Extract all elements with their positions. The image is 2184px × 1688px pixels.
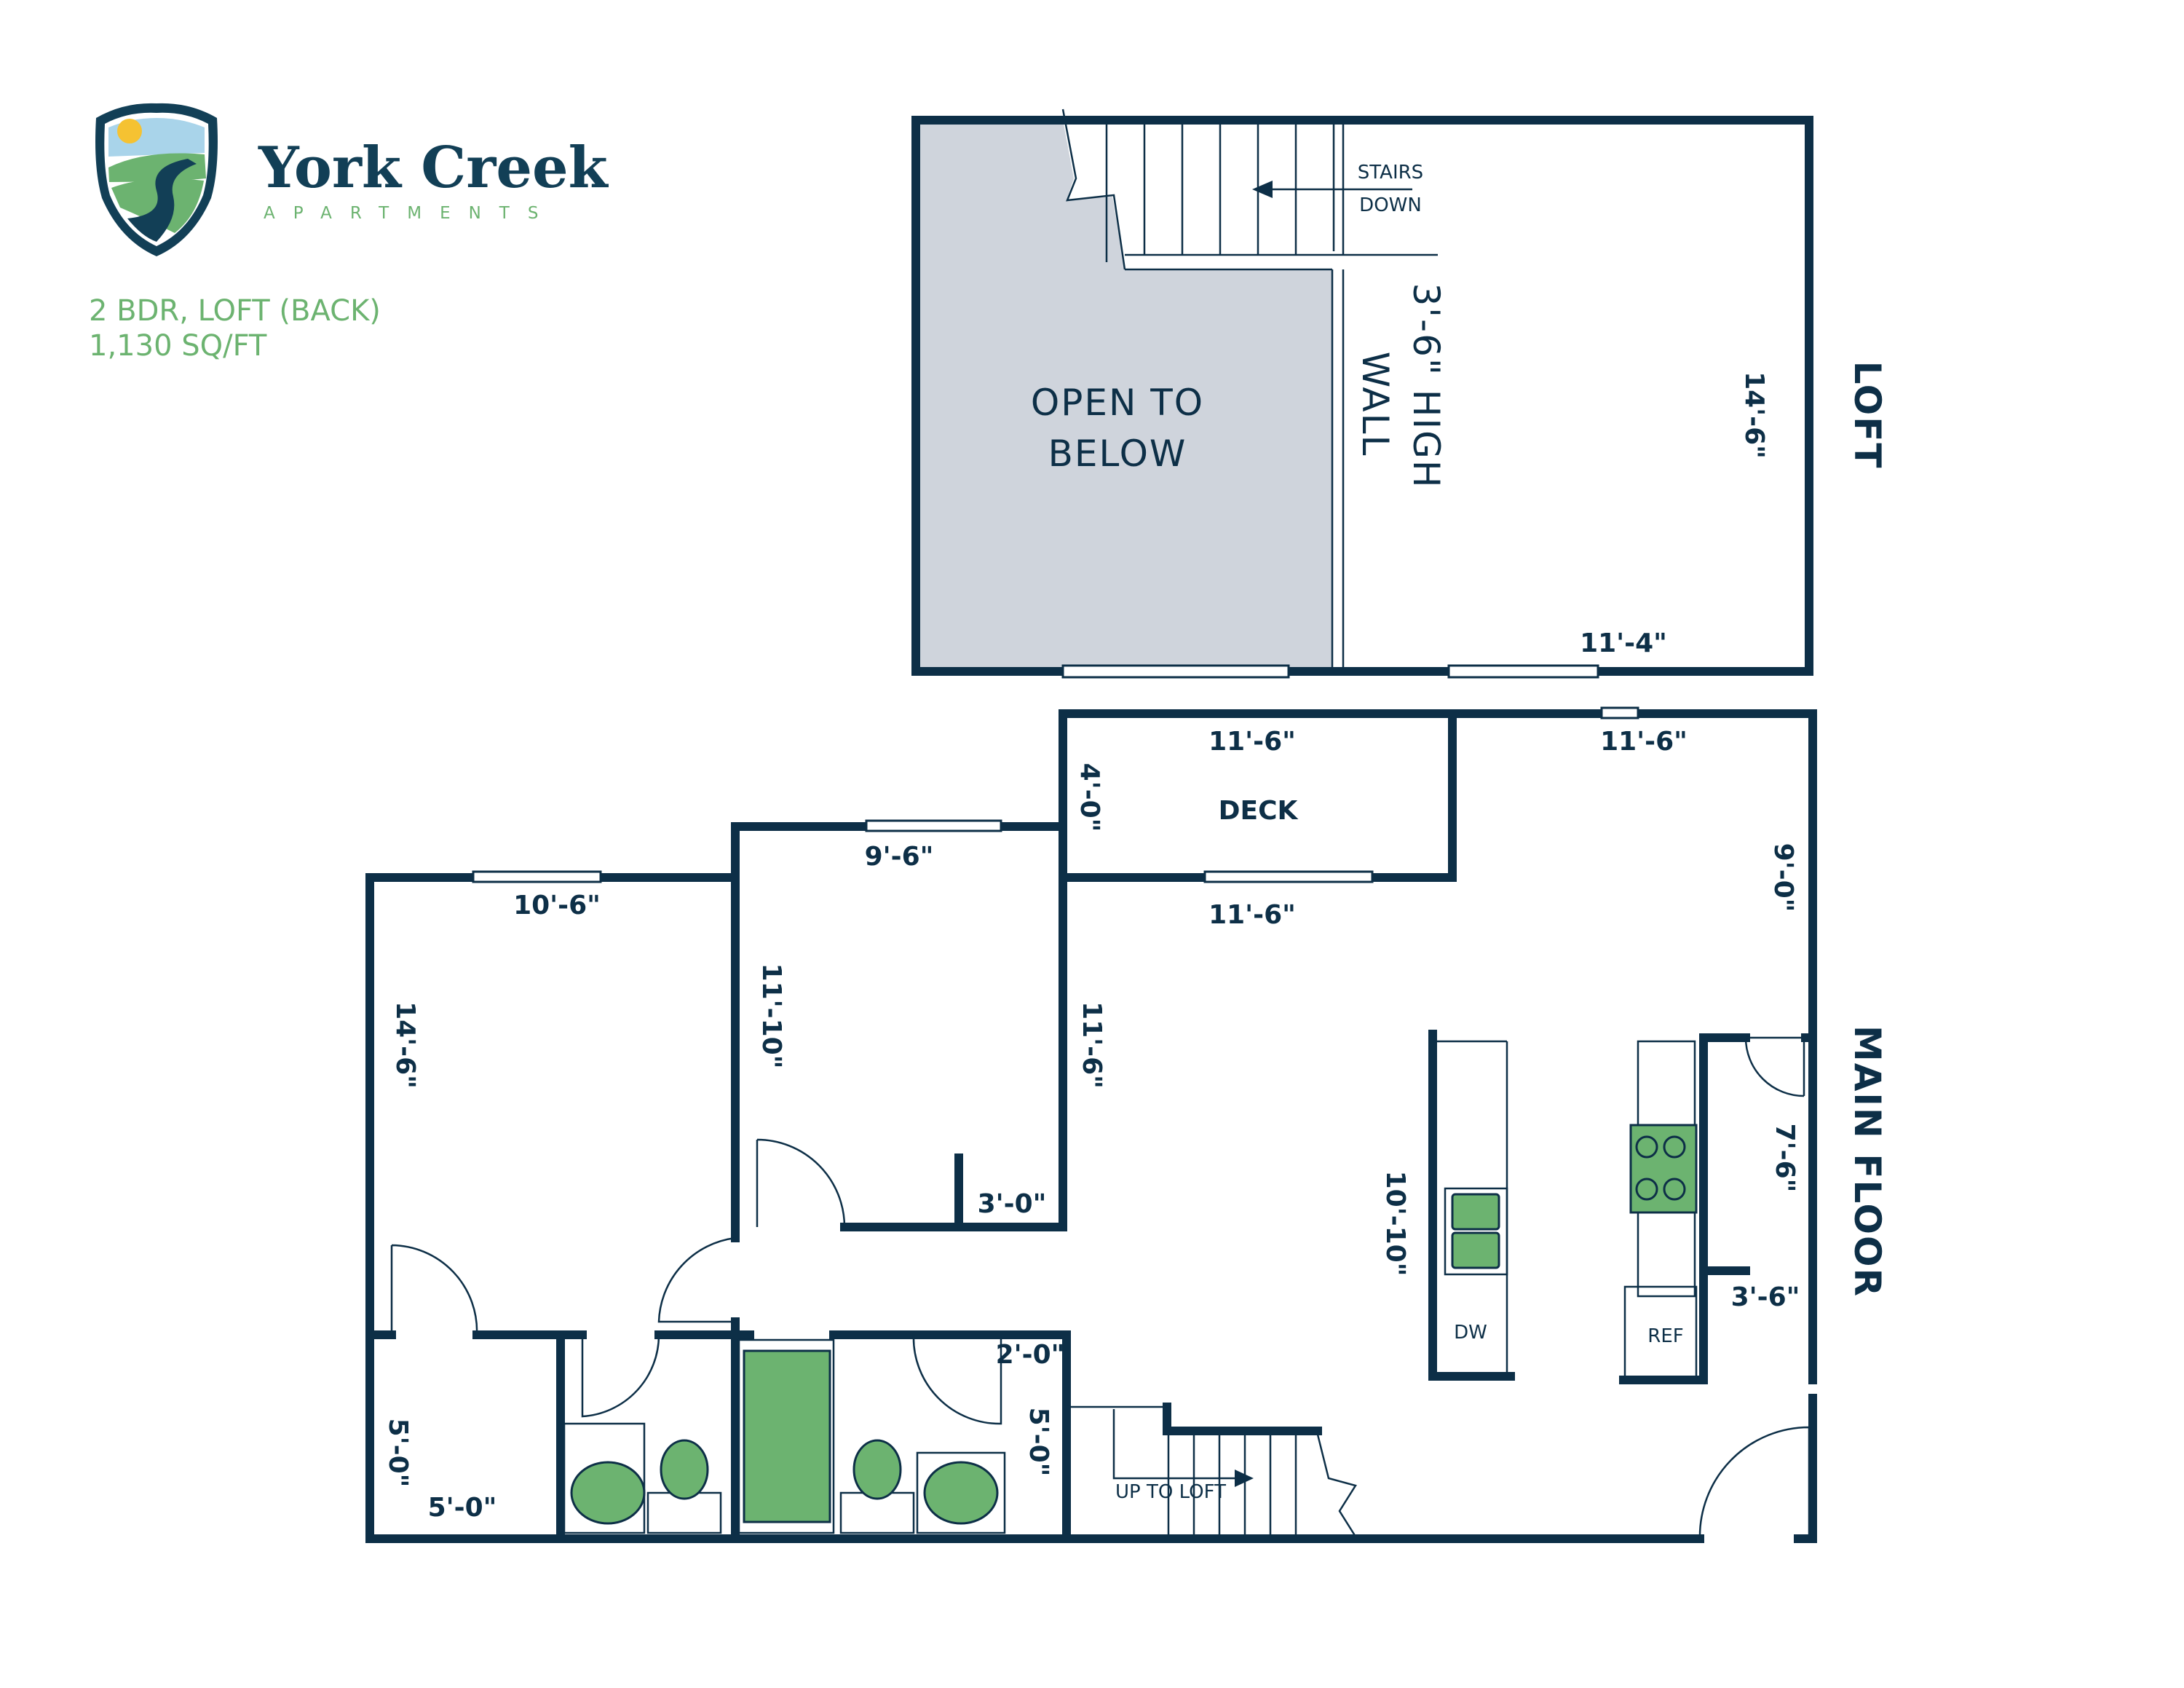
hall-side-dim: 11'-6" bbox=[1077, 1001, 1107, 1089]
closet-width2-dim: 5'-0" bbox=[428, 1493, 497, 1523]
refrigerator-label: REF bbox=[1647, 1325, 1683, 1347]
wall-label-2: WALL bbox=[1354, 352, 1396, 457]
loft-window-left bbox=[1061, 664, 1290, 679]
stairs-down-label-1: STAIRS bbox=[1358, 162, 1423, 184]
brand-tagline: APARTMENTS bbox=[264, 204, 556, 223]
bath-width-dim: 2'-0" bbox=[996, 1340, 1065, 1370]
deck-bottom-dim: 11'-6" bbox=[1208, 900, 1296, 930]
bed1-top-dim: 10'-6" bbox=[513, 891, 601, 920]
loft-depth-dim: 14'-6" bbox=[1739, 371, 1769, 459]
kitchen-width-dim: 3'-6" bbox=[1731, 1282, 1800, 1312]
loft-window-right bbox=[1447, 664, 1599, 679]
bed2-top-dim: 9'-6" bbox=[865, 842, 934, 872]
unit-type: 2 BDR, LOFT (BACK) bbox=[89, 294, 381, 328]
unit-area: 1,130 SQ/FT bbox=[89, 329, 267, 363]
wall-label-1: 3'-6" HIGH bbox=[1405, 283, 1447, 489]
logo bbox=[95, 103, 218, 256]
pantry-dim: 7'-6" bbox=[1770, 1124, 1800, 1193]
stairs-up-label: UP TO LOFT bbox=[1115, 1481, 1226, 1503]
island-dim: 10'-10" bbox=[1380, 1171, 1410, 1277]
deck-side-dim: 4'-0" bbox=[1075, 763, 1104, 832]
loft-plan bbox=[911, 109, 1813, 679]
closet-height-dim: 5'-0" bbox=[383, 1419, 413, 1488]
bed1-side-dim: 14'-6" bbox=[390, 1001, 420, 1089]
bed2-side-dim: 11'-10" bbox=[756, 963, 786, 1069]
loft-label: LOFT bbox=[1846, 361, 1888, 470]
open-to-below-label-1: OPEN TO bbox=[1031, 382, 1204, 424]
deck-label: DECK bbox=[1219, 796, 1299, 826]
loft-width-dim: 11'-4" bbox=[1580, 628, 1667, 658]
living-side-dim: 9'-0" bbox=[1768, 843, 1798, 912]
deck-top-dim: 11'-6" bbox=[1208, 727, 1296, 757]
closet-width-dim: 3'-0" bbox=[978, 1189, 1047, 1219]
open-to-below-label-2: BELOW bbox=[1048, 433, 1187, 475]
main-floor-plan bbox=[365, 706, 1817, 1543]
stairs-down-label-2: DOWN bbox=[1359, 194, 1422, 216]
brand-name: York Creek bbox=[258, 135, 609, 201]
loft-stairs bbox=[1105, 120, 1438, 262]
living-top-dim: 11'-6" bbox=[1600, 727, 1688, 757]
main-floor-label: MAIN FLOOR bbox=[1846, 1025, 1888, 1298]
bath-height-dim: 5'-0" bbox=[1024, 1408, 1053, 1477]
dishwasher-label: DW bbox=[1454, 1322, 1487, 1344]
